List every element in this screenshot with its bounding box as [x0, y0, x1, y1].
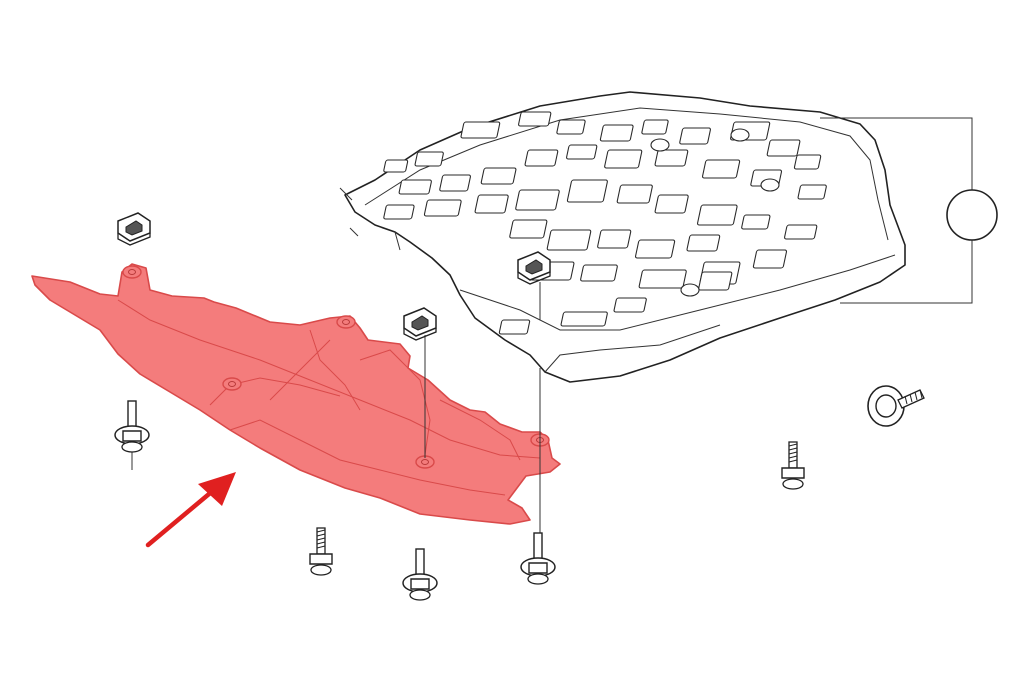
callout-circle [946, 189, 998, 241]
cover-rib [599, 124, 634, 142]
bolt-icon [402, 548, 438, 601]
cover-rib [383, 159, 409, 173]
cover-rib [616, 184, 653, 204]
mount-boss [122, 265, 142, 279]
cover-ribs [383, 111, 827, 335]
cover-rib [509, 219, 548, 239]
cover-rib [784, 224, 818, 240]
cover-rib [752, 249, 788, 269]
cover-rib [474, 194, 509, 214]
mount-boss [336, 315, 356, 329]
pointer-arrow [145, 472, 236, 548]
cover-rib [580, 264, 618, 282]
cover-rib [439, 174, 471, 192]
cover-rib [604, 149, 643, 169]
cover-boss [730, 128, 750, 142]
cover-rib [518, 111, 552, 127]
assembly-lines [131, 282, 541, 535]
mount-hole [228, 381, 236, 387]
cover-rib [634, 239, 676, 259]
fasteners [114, 212, 925, 601]
cover-rib [383, 204, 415, 220]
cover-rib [414, 151, 444, 167]
mount-boss [222, 377, 242, 391]
cover-rib [741, 214, 771, 230]
cover-rib [524, 149, 559, 167]
screw-icon [781, 441, 805, 490]
cover-rib [560, 311, 608, 327]
cover-rib [654, 149, 689, 167]
cover-rib [546, 229, 592, 251]
cover-rib [654, 194, 689, 214]
cover-rib [566, 144, 598, 160]
cover-rib [515, 189, 560, 211]
clip-nut-icon [517, 251, 551, 285]
cover-rib [480, 167, 517, 185]
mount-hole [128, 269, 136, 275]
cover-rib [460, 121, 501, 139]
highlighted-under-cover [31, 263, 561, 525]
cover-rib [696, 204, 738, 226]
mount-hole [421, 459, 429, 465]
clip-nut-icon [403, 307, 437, 341]
cover-rib [641, 119, 669, 135]
cover-boss [760, 178, 780, 192]
bolt-icon [520, 532, 556, 585]
cover-rib [597, 229, 632, 249]
clip-nut-icon [117, 212, 151, 246]
cover-rib [679, 127, 711, 145]
cover-rib [698, 271, 733, 291]
cover-rib [793, 154, 822, 170]
callout-bracket [820, 117, 998, 304]
bolt-icon [114, 400, 150, 453]
cover-rib [398, 179, 432, 195]
cover-rib [686, 234, 721, 252]
cover-rib [556, 119, 586, 135]
cover-rib [498, 319, 531, 335]
cover-rib [766, 139, 801, 157]
cover-rib [797, 184, 827, 200]
flange-bolt-icon [867, 385, 925, 427]
cover-boss [680, 283, 700, 297]
cover-rib [566, 179, 608, 203]
mount-hole [342, 319, 350, 325]
cover-rib [423, 199, 462, 217]
cover-boss [650, 138, 670, 152]
screw-icon [309, 527, 333, 576]
cover-rib [613, 297, 647, 313]
main-engine-under-cover [339, 91, 906, 383]
cover-rib [701, 159, 741, 179]
cover-rib [638, 269, 687, 289]
